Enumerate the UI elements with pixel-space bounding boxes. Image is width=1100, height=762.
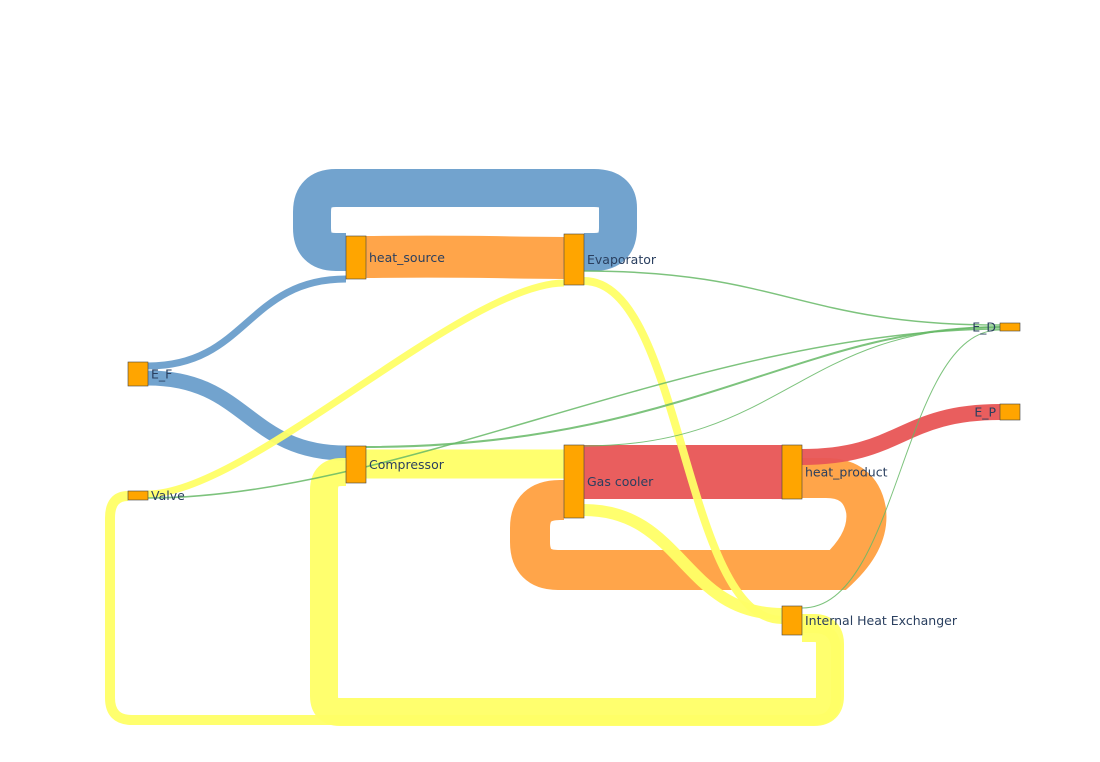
- sankey-links: [105, 169, 1001, 726]
- link-valve-to-evaporator: [147, 279, 565, 498]
- link-e_f-to-heat_source: [147, 275, 347, 370]
- node-e_p[interactable]: [999, 403, 1021, 421]
- node-label-heat_product: heat_product: [805, 465, 888, 480]
- link-e_f-to-compressor: [147, 370, 347, 461]
- node-label-e_p: E_P: [974, 405, 996, 420]
- node-ihx[interactable]: [781, 605, 803, 636]
- link-ihx-to-valve: [105, 491, 841, 725]
- node-label-e_d: E_D: [972, 320, 996, 335]
- link-heat_source-to-evaporator: [365, 235, 565, 279]
- node-gas_cooler[interactable]: [563, 444, 585, 519]
- link-evaporator-to-ihx: [583, 277, 783, 624]
- node-compressor[interactable]: [345, 445, 367, 484]
- node-label-heat_source: heat_source: [369, 250, 445, 265]
- sankey-nodes: [127, 233, 1021, 636]
- link-ihx-to-e_d: [801, 329, 1001, 609]
- node-heat_source[interactable]: [345, 235, 367, 280]
- node-e_d[interactable]: [999, 322, 1021, 332]
- link-valve-to-e_d: [147, 328, 1001, 499]
- node-label-compressor: Compressor: [369, 457, 445, 472]
- node-heat_product[interactable]: [781, 444, 803, 500]
- node-evaporator[interactable]: [563, 233, 585, 286]
- node-valve[interactable]: [127, 490, 149, 501]
- link-heat_product-to-e_p: [801, 404, 1001, 465]
- link-gas_cooler-to-e_d: [583, 326, 1001, 447]
- link-evaporator-to-heat_source: [293, 169, 637, 271]
- node-label-ihx: Internal Heat Exchanger: [805, 613, 958, 628]
- node-label-gas_cooler: Gas cooler: [587, 474, 654, 489]
- node-label-evaporator: Evaporator: [587, 252, 657, 267]
- node-e_f[interactable]: [127, 361, 149, 387]
- node-label-valve: Valve: [151, 488, 185, 503]
- link-evaporator-to-e_d: [583, 270, 1001, 326]
- node-label-e_f: E_F: [151, 367, 172, 382]
